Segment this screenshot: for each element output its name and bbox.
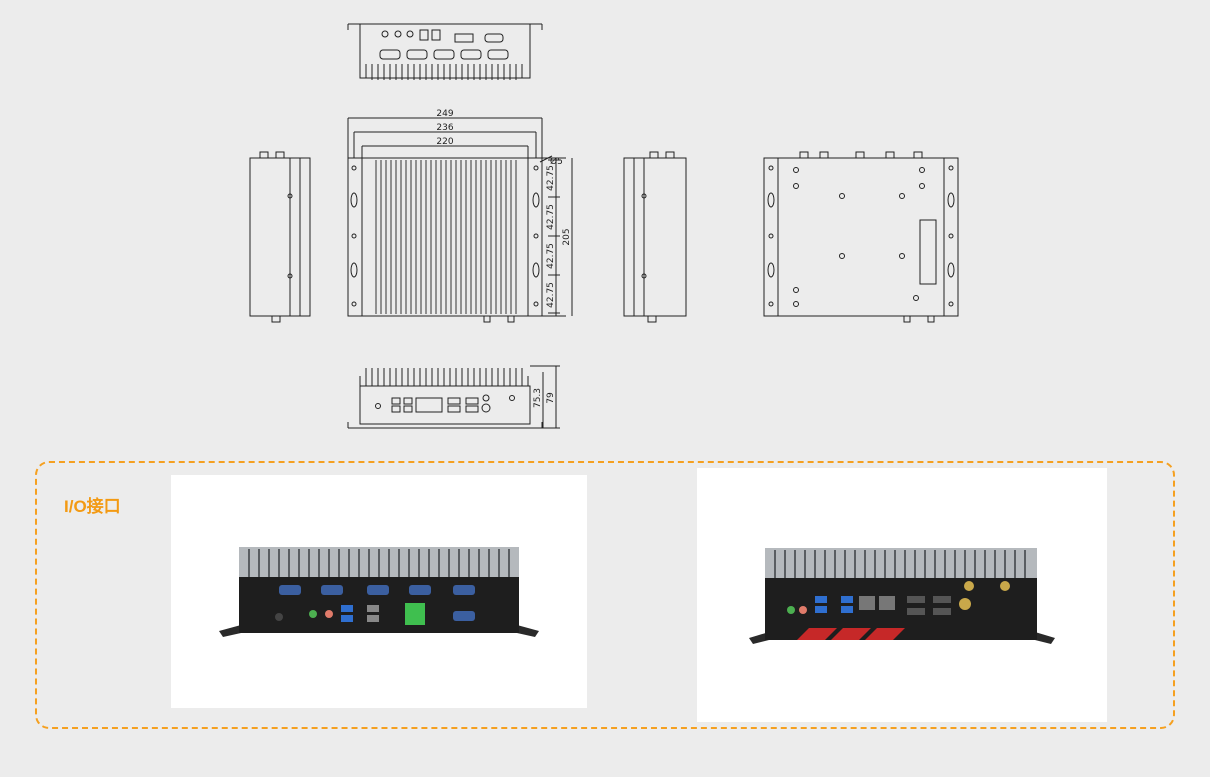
dim-width-outer: 249 bbox=[436, 109, 453, 119]
dim-pitch-4: 42.75 bbox=[546, 282, 556, 308]
top-plan-view-drawing bbox=[347, 157, 543, 323]
dim-pitch-2: 42.75 bbox=[546, 204, 556, 230]
dim-height-total: 79 bbox=[546, 392, 556, 404]
rear-io-device-illustration bbox=[219, 547, 539, 637]
dim-pitch-3: 42.75 bbox=[546, 243, 556, 269]
rear-view-drawing bbox=[347, 23, 543, 80]
dim-width-inner: 220 bbox=[436, 137, 453, 147]
dim-pitch-1: 42.75 bbox=[546, 165, 556, 191]
front-io-device-illustration bbox=[749, 548, 1055, 644]
rear-io-photo bbox=[171, 475, 587, 708]
front-io-photo bbox=[697, 468, 1107, 722]
io-section-title: I/O接口 bbox=[64, 497, 121, 516]
mechanical-drawing: 249 236 220 Ø5 42.75 42.75 42.75 42.75 2… bbox=[249, 23, 959, 429]
dim-hole-diameter: Ø5 bbox=[550, 156, 563, 167]
bottom-view-drawing bbox=[763, 151, 959, 323]
front-view-drawing bbox=[347, 365, 560, 429]
right-side-view-drawing bbox=[623, 151, 687, 323]
dim-depth: 205 bbox=[562, 228, 572, 245]
io-section-frame bbox=[35, 461, 1175, 729]
left-side-view-drawing bbox=[249, 151, 311, 323]
dim-height-body: 75.3 bbox=[533, 388, 543, 408]
dim-width-mid: 236 bbox=[436, 123, 453, 133]
